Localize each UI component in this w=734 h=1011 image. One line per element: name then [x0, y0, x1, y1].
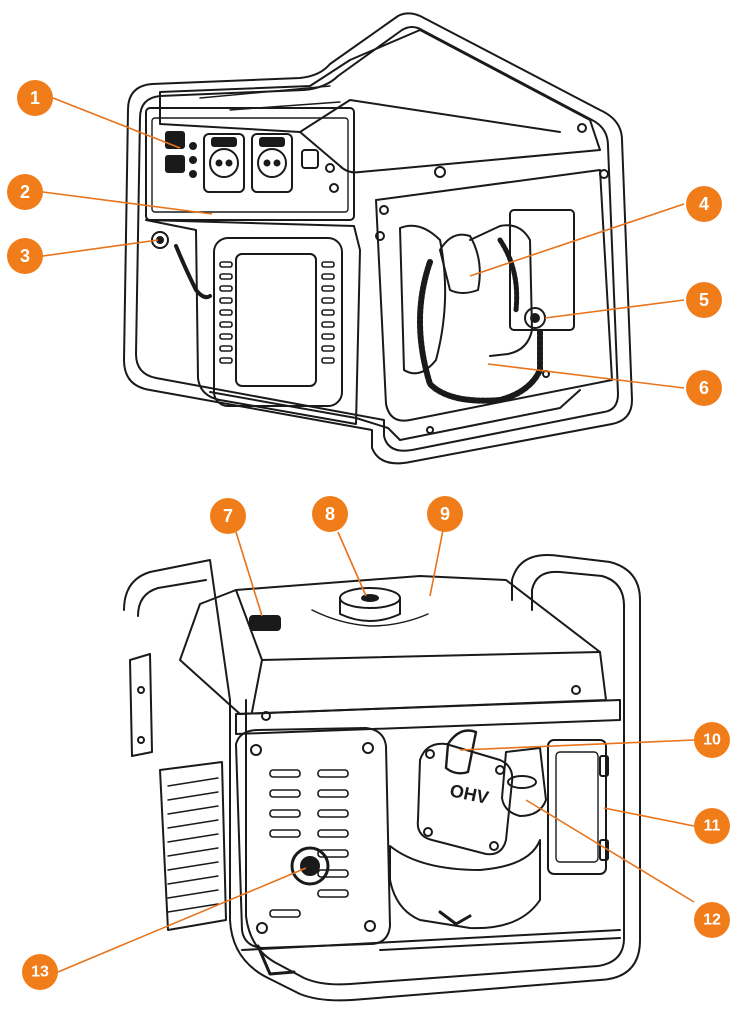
vent-slots-left — [219, 261, 233, 364]
frame-inner — [135, 26, 619, 452]
callout-8: 8 — [312, 496, 348, 532]
side-grille — [159, 761, 227, 931]
svg-text:11: 11 — [704, 818, 721, 835]
leader-line-5 — [544, 299, 685, 319]
carburetor — [501, 747, 547, 817]
leader-line-10 — [459, 739, 695, 751]
ohv-label: OHV — [448, 780, 490, 808]
switch-lower — [165, 155, 185, 173]
svg-text:13: 13 — [31, 964, 49, 981]
recoil-vent-slots — [269, 769, 349, 918]
frame-outer-bottom — [123, 554, 641, 1002]
spark-plug-cap — [444, 729, 478, 775]
callout-9: 9 — [427, 496, 463, 532]
corrugated-hose — [417, 259, 543, 404]
leader-line-12 — [525, 799, 695, 903]
leader-line-4 — [469, 203, 685, 277]
callouts: 1 2 3 4 5 6 7 8 — [7, 80, 730, 990]
dc-outlet — [301, 149, 319, 169]
fuel-gauge — [249, 615, 281, 631]
svg-text:10: 10 — [703, 732, 721, 749]
svg-text:12: 12 — [703, 912, 721, 929]
air-filter — [547, 739, 607, 875]
generator-bottom-view — [123, 554, 641, 1002]
frame-outer — [123, 12, 633, 465]
svg-text:3: 3 — [20, 246, 30, 266]
leader-line-2 — [42, 191, 213, 215]
svg-text:1: 1 — [30, 88, 40, 108]
top-cover-bottom — [179, 575, 607, 715]
callout-2: 2 — [7, 174, 43, 210]
control-panel — [145, 107, 355, 221]
leader-line-3 — [42, 239, 159, 257]
callout-7: 7 — [210, 498, 246, 534]
svg-text:2: 2 — [20, 182, 30, 202]
callout-5: 5 — [686, 282, 722, 318]
leader-line-1 — [52, 97, 181, 149]
leader-line-6 — [487, 363, 685, 389]
callout-12: 12 — [694, 902, 730, 938]
cylinder-head-cover — [416, 742, 514, 856]
front-access-panel — [235, 253, 317, 387]
leader-lines — [42, 97, 695, 973]
frame-inner-bottom — [137, 570, 625, 986]
callout-13: 13 — [22, 954, 58, 990]
recoil-starter-hub — [290, 846, 330, 886]
ac-socket-left — [203, 133, 245, 193]
base-skid — [209, 389, 581, 441]
svg-text:5: 5 — [699, 290, 709, 310]
vent-slots-right — [321, 261, 335, 364]
svg-text:8: 8 — [325, 504, 335, 524]
recoil-starter-handle — [439, 233, 481, 294]
callout-3: 3 — [7, 238, 43, 274]
leader-line-11 — [603, 807, 695, 827]
callout-10: 10 — [694, 722, 730, 758]
generator-top-view — [123, 12, 633, 465]
leader-line-13 — [57, 867, 307, 973]
recoil-cover — [235, 727, 391, 949]
front-body — [145, 219, 361, 425]
ground-terminal — [151, 231, 169, 249]
svg-text:4: 4 — [699, 194, 709, 214]
ac-socket-right — [251, 133, 293, 193]
svg-text:6: 6 — [699, 378, 709, 398]
engine-housing — [375, 169, 613, 422]
callout-11: 11 — [694, 808, 730, 844]
leader-line-8 — [337, 531, 367, 597]
svg-text:7: 7 — [223, 506, 233, 526]
callout-1: 1 — [17, 80, 53, 116]
leader-line-7 — [235, 531, 263, 617]
callout-6: 6 — [686, 370, 722, 406]
svg-text:9: 9 — [440, 504, 450, 524]
leader-line-9 — [429, 529, 444, 597]
callout-4: 4 — [686, 186, 722, 222]
top-cover — [159, 29, 601, 174]
